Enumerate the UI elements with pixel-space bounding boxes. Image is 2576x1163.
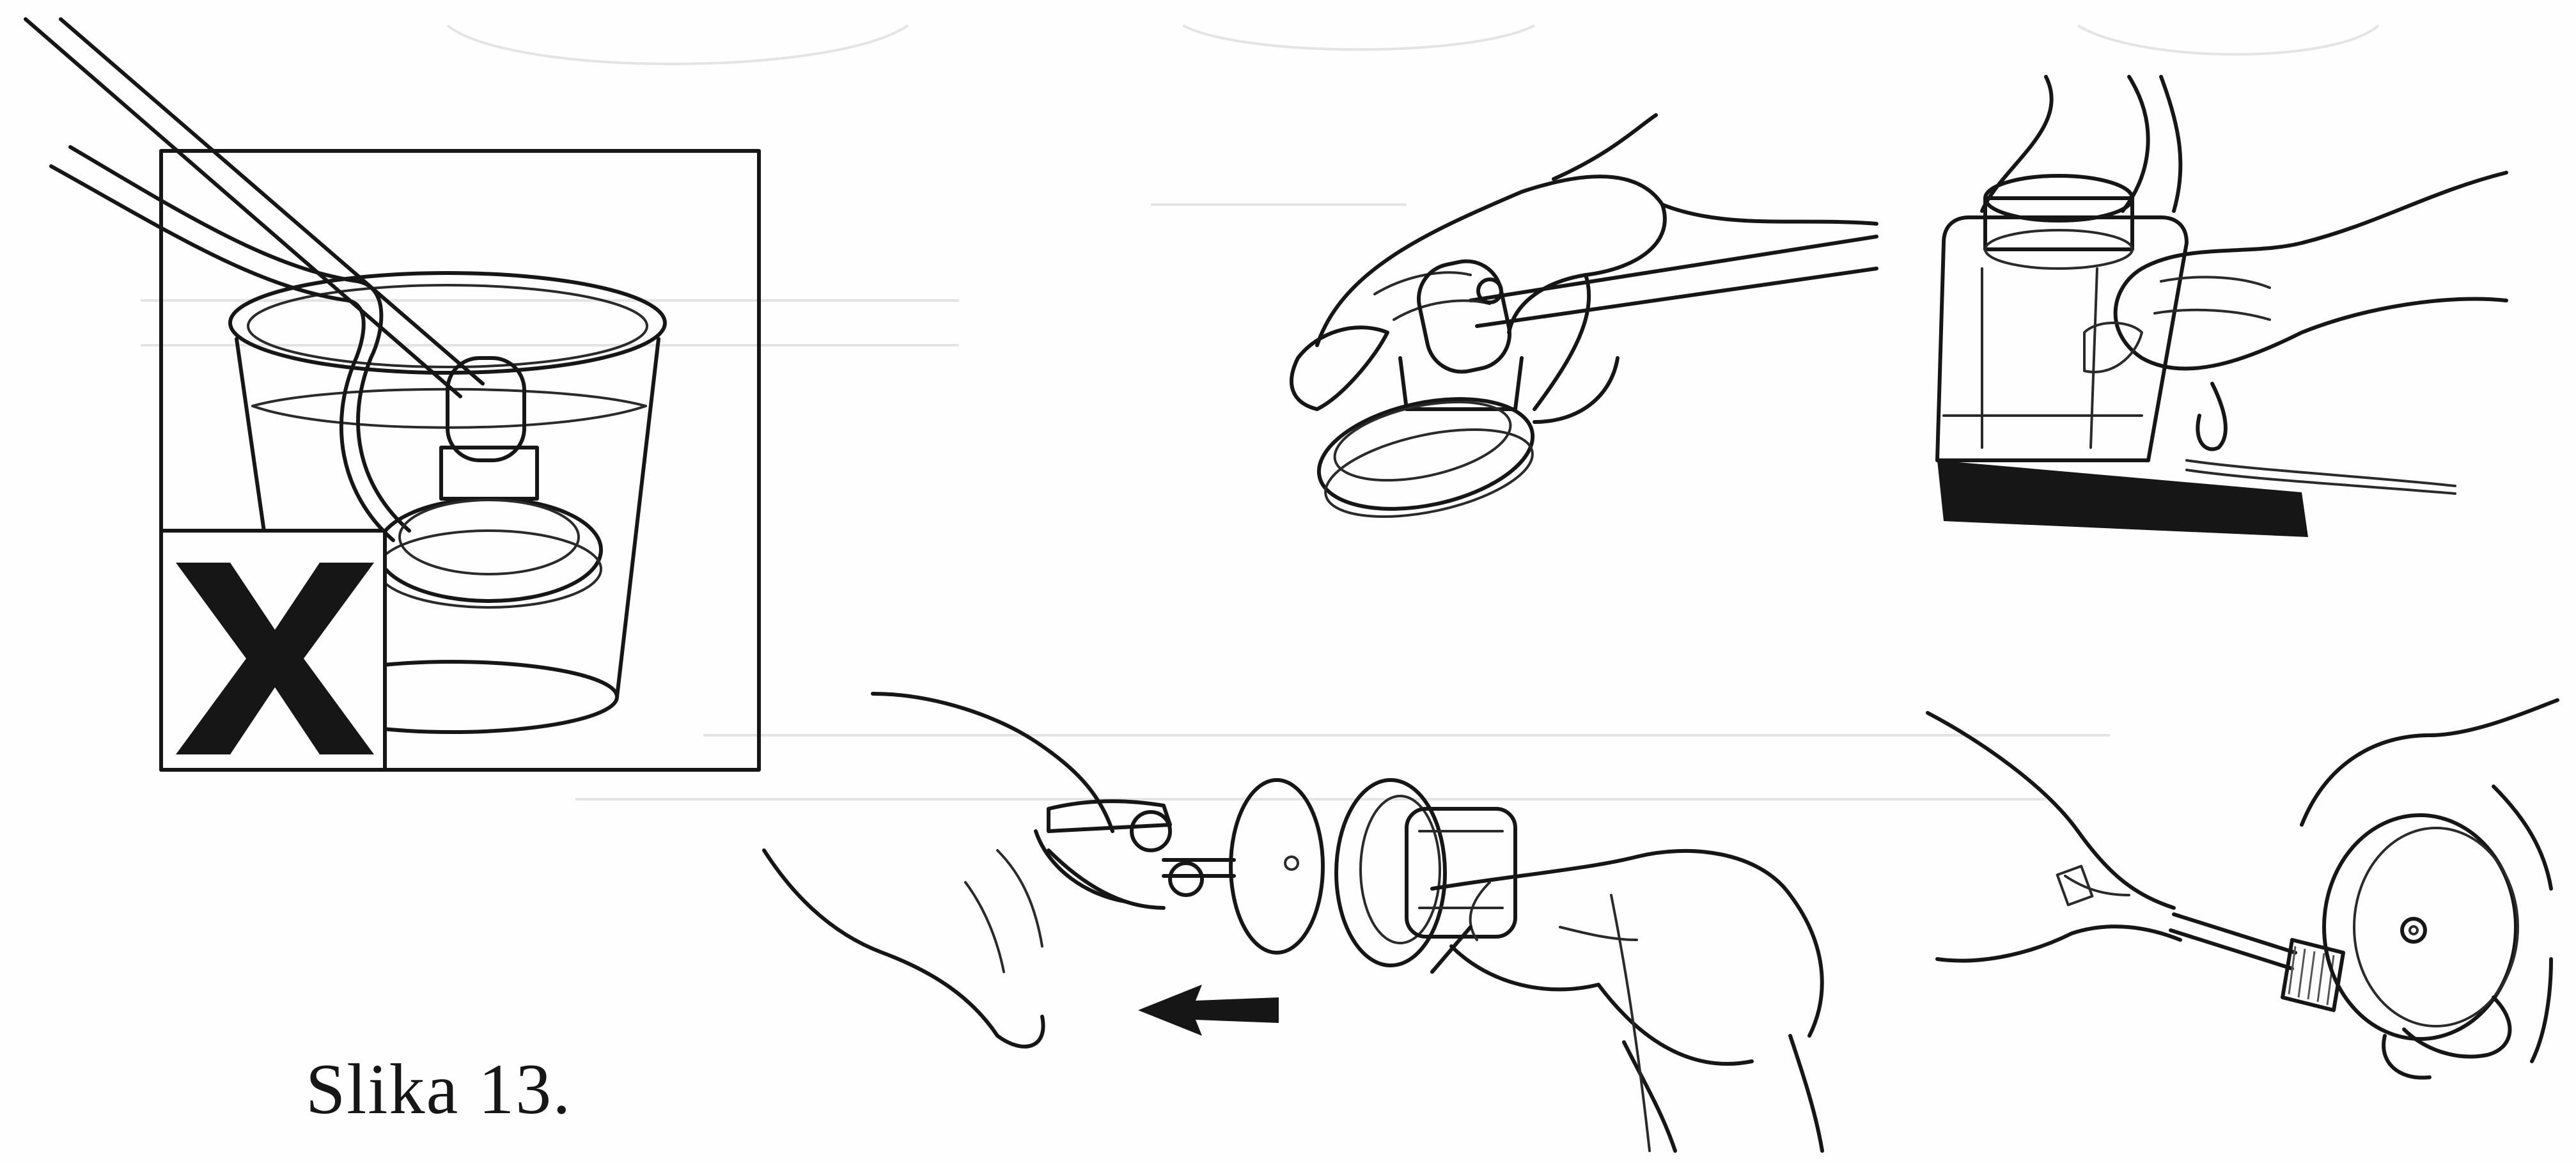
wipe-shield-panel: [1292, 115, 1877, 533]
bleed-through: [141, 26, 2378, 799]
brush-diaphragm-panel: [1928, 700, 2557, 1078]
arrow-left-icon: [1138, 985, 1279, 1036]
bucket-panel: [26, 19, 759, 770]
diaphragm-disc: [1231, 780, 1323, 953]
figure-caption: Slika 13.: [306, 1049, 572, 1131]
disassemble-panel: [764, 694, 1822, 1151]
wipe-bottle-panel: [1937, 77, 2506, 537]
